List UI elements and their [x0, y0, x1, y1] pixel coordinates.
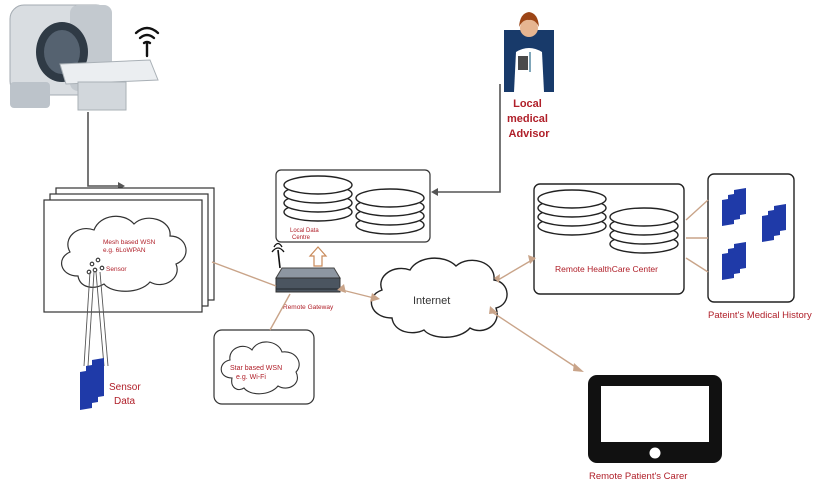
- mri-scanner-icon: [9, 4, 159, 111]
- advisor-to-datacentre-arrow: [431, 84, 501, 196]
- sensor-nodes-icon: [86, 257, 105, 275]
- local-data-centre-panel: Local Data Centre: [275, 169, 431, 243]
- connector-arrowheads: [337, 255, 584, 372]
- tablet-icon: [588, 375, 722, 463]
- sensor-data-links: [83, 271, 109, 367]
- mesh-wsn-panel: Mesh based WSN e.g. 6LoWPAN Sensor: [43, 187, 215, 367]
- remote-healthcare-panel: Remote HealthCare Center: [533, 183, 685, 295]
- star-to-gateway-link: [269, 293, 291, 331]
- mesh-cloud-icon: [61, 215, 187, 292]
- document-stack-icon: [762, 204, 786, 242]
- database-icon: [283, 175, 353, 222]
- internet-to-carer-link: [491, 311, 581, 371]
- sensor-data-label: Sensor Data: [109, 382, 143, 407]
- medical-history-panel: [707, 173, 795, 303]
- sensor-label: Sensor: [106, 266, 127, 273]
- local-data-centre-label: Local Data Centre: [290, 228, 320, 241]
- mesh-wsn-label: Mesh based WSN e.g. 6LoWPAN: [103, 239, 157, 254]
- star-wsn-label: Star based WSN e.g. Wi-Fi: [230, 365, 284, 381]
- gateway-router-icon: [271, 242, 341, 293]
- healthcare-to-history-link: [685, 199, 709, 221]
- healthcare-to-history-link: [685, 257, 709, 273]
- database-icon: [609, 207, 679, 254]
- star-cloud-icon: [220, 341, 300, 395]
- internet-cloud-icon: [370, 257, 508, 338]
- doctor-icon: [504, 12, 554, 92]
- remote-gateway-label: Remote Gateway: [283, 304, 334, 311]
- document-stack-icon: [722, 188, 746, 226]
- internet-to-healthcare-link: [497, 259, 533, 281]
- medical-history-label: Pateint's Medical History: [708, 310, 812, 321]
- remote-carer-label: Remote Patient's Carer: [589, 471, 687, 482]
- connector-lines: [211, 199, 709, 371]
- internet-label: Internet: [413, 295, 450, 307]
- mri-to-mesh-arrow: [87, 112, 125, 190]
- sensor-data-document-icon: [80, 358, 104, 410]
- star-wsn-panel: Star based WSN e.g. Wi-Fi: [213, 329, 315, 405]
- database-icon: [355, 188, 425, 235]
- gateway-to-internet-link: [341, 289, 375, 299]
- database-icon: [537, 189, 607, 236]
- remote-healthcare-label: Remote HealthCare Center: [555, 264, 658, 274]
- local-advisor-label: Local medical Advisor: [507, 98, 551, 140]
- gateway-to-datacentre-arrow: [308, 246, 328, 267]
- document-stack-icon: [722, 242, 746, 280]
- wifi-icon: [134, 26, 160, 58]
- mesh-to-gateway-link: [211, 261, 277, 287]
